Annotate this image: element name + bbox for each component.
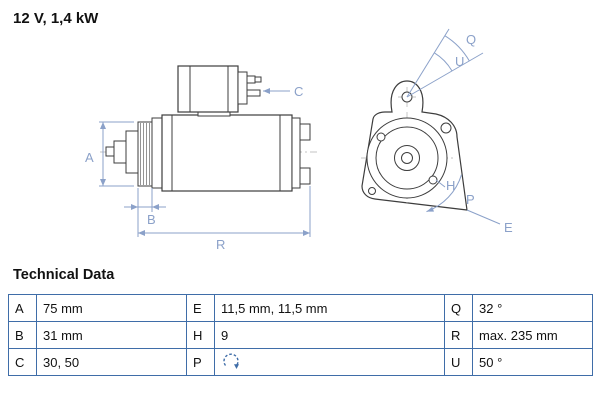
dim-label-e: E — [504, 220, 513, 235]
end-frame — [291, 117, 301, 189]
value-c: 30, 50 — [36, 348, 187, 376]
solenoid-cap — [237, 71, 248, 105]
key-r: R — [444, 321, 473, 349]
technical-data-table: A 75 mm E 11,5 mm, 11,5 mm Q 32 ° B 31 m… — [8, 294, 593, 376]
shaft-tip — [105, 146, 115, 157]
motor-body — [161, 114, 293, 192]
key-a: A — [8, 294, 37, 322]
drive-collar — [151, 117, 163, 189]
solenoid-terminal-1 — [246, 75, 256, 84]
dim-label-a: A — [85, 150, 94, 165]
shaft-center — [401, 152, 413, 164]
value-b: 31 mm — [36, 321, 187, 349]
drive-step — [125, 130, 139, 174]
terminal-tab-lower — [299, 167, 311, 185]
key-h: H — [186, 321, 215, 349]
rotation-direction-icon — [223, 353, 239, 369]
value-e: 11,5 mm, 11,5 mm — [214, 294, 445, 322]
value-h: 9 — [214, 321, 445, 349]
terminal-tab-upper — [299, 123, 311, 141]
boss-bolt-2 — [428, 175, 438, 185]
technical-drawing: A B R C — [85, 28, 513, 252]
starter-side-view — [100, 65, 318, 192]
dim-label-r: R — [216, 237, 225, 252]
key-e: E — [186, 294, 215, 322]
dim-label-q: Q — [466, 32, 476, 47]
front-view-dimensions: Q U H P E — [406, 28, 513, 235]
dim-label-u: U — [455, 54, 464, 69]
ear-mount-hole — [440, 122, 452, 134]
boss-bolt-1 — [376, 132, 386, 142]
solenoid — [177, 65, 239, 113]
starter-front-view — [361, 80, 468, 211]
table-row: C 30, 50 P U 50 ° — [8, 348, 593, 376]
pinion-gear — [137, 121, 153, 187]
solenoid-terminal-pin — [254, 76, 262, 83]
key-b: B — [8, 321, 37, 349]
table-heading: Technical Data — [13, 267, 115, 283]
dim-label-c: C — [294, 84, 303, 99]
dim-label-b: B — [147, 212, 156, 227]
dim-label-p: P — [466, 192, 475, 207]
value-a: 75 mm — [36, 294, 187, 322]
corner-hole — [368, 187, 376, 195]
solenoid-terminal-2 — [246, 89, 261, 97]
key-q: Q — [444, 294, 473, 322]
key-u: U — [444, 348, 473, 376]
key-p: P — [186, 348, 215, 376]
dim-label-h: H — [446, 178, 455, 193]
table-row: A 75 mm E 11,5 mm, 11,5 mm Q 32 ° — [8, 294, 593, 322]
value-q: 32 ° — [472, 294, 593, 322]
value-u: 50 ° — [472, 348, 593, 376]
value-r: max. 235 mm — [472, 321, 593, 349]
table-row: B 31 mm H 9 R max. 235 mm — [8, 321, 593, 349]
value-p — [214, 348, 445, 376]
side-view-dimensions: A B R C — [85, 84, 311, 252]
page-title: 12 V, 1,4 kW — [13, 10, 99, 27]
key-c: C — [8, 348, 37, 376]
shaft-nose — [113, 140, 127, 164]
